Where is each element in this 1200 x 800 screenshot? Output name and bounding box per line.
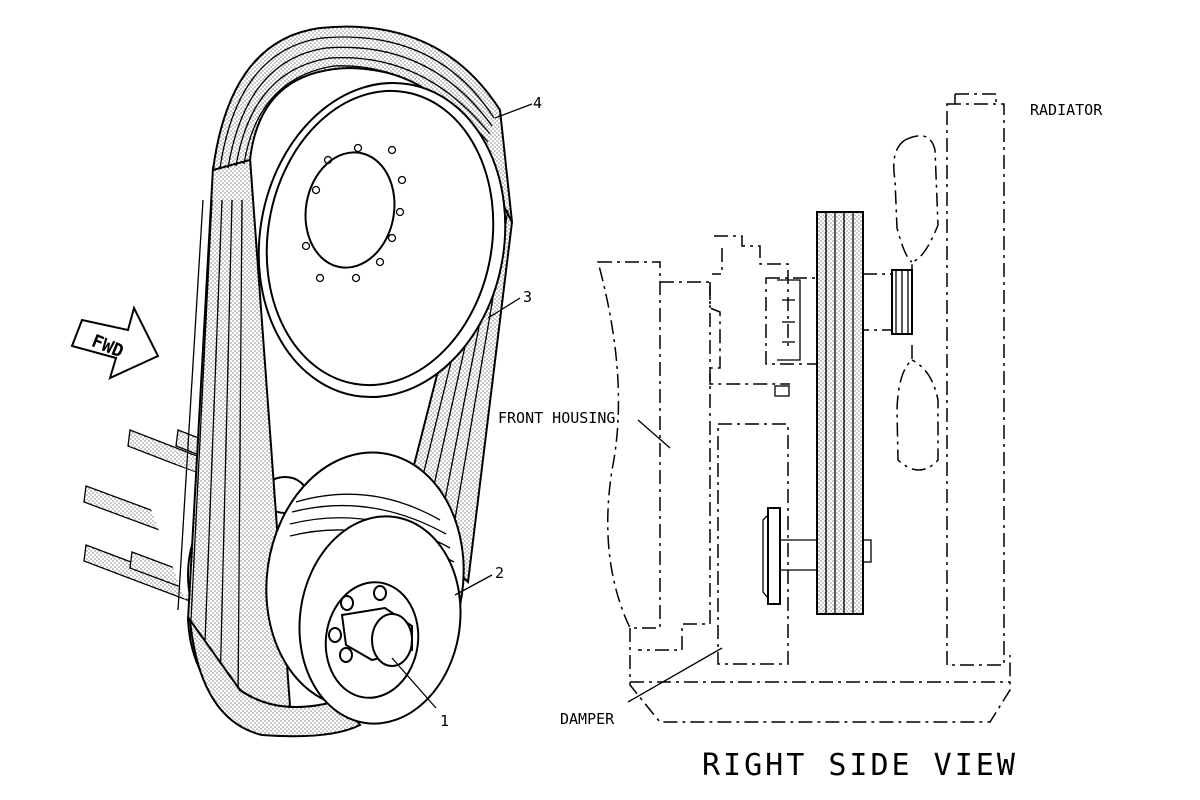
callout-1: 1 [440,712,449,730]
label-radiator: RADIATOR [1030,101,1103,119]
label-damper: DAMPER [560,710,615,728]
callout-4: 4 [533,94,542,112]
belt-top-wrap [211,25,513,223]
front-housing-phantom [709,235,819,385]
crank-pulley-side [762,507,818,605]
forward-direction-arrow: FWD [70,305,160,380]
label-front-housing: FRONT HOUSING [498,409,615,427]
fan-drive-hub [774,279,801,397]
engine-block-phantom [597,261,1011,723]
crank-pulley-bolts [328,585,387,663]
damper-phantom [717,423,789,665]
fan-pulley-bolt-holes [301,143,407,283]
fan-spacer [891,269,913,335]
crank-pulley [265,451,465,725]
callout-3: 3 [523,288,532,306]
callout-2: 2 [495,564,504,582]
belt-bottom-wrap [188,616,362,738]
side-view-leaders [627,419,723,703]
fan-phantom [863,93,1005,666]
right-side-view: RADIATOR FRONT HOUSING DAMPER RIGHT SIDE… [498,93,1103,783]
crankshaft-nose [340,606,413,667]
view-title: RIGHT SIDE VIEW [702,748,1018,783]
fan-pulley [257,81,507,399]
callout-leaders [391,103,533,709]
isometric-belt-drive: FWD 4 3 2 1 [70,25,542,738]
belt-side-view [816,211,872,615]
